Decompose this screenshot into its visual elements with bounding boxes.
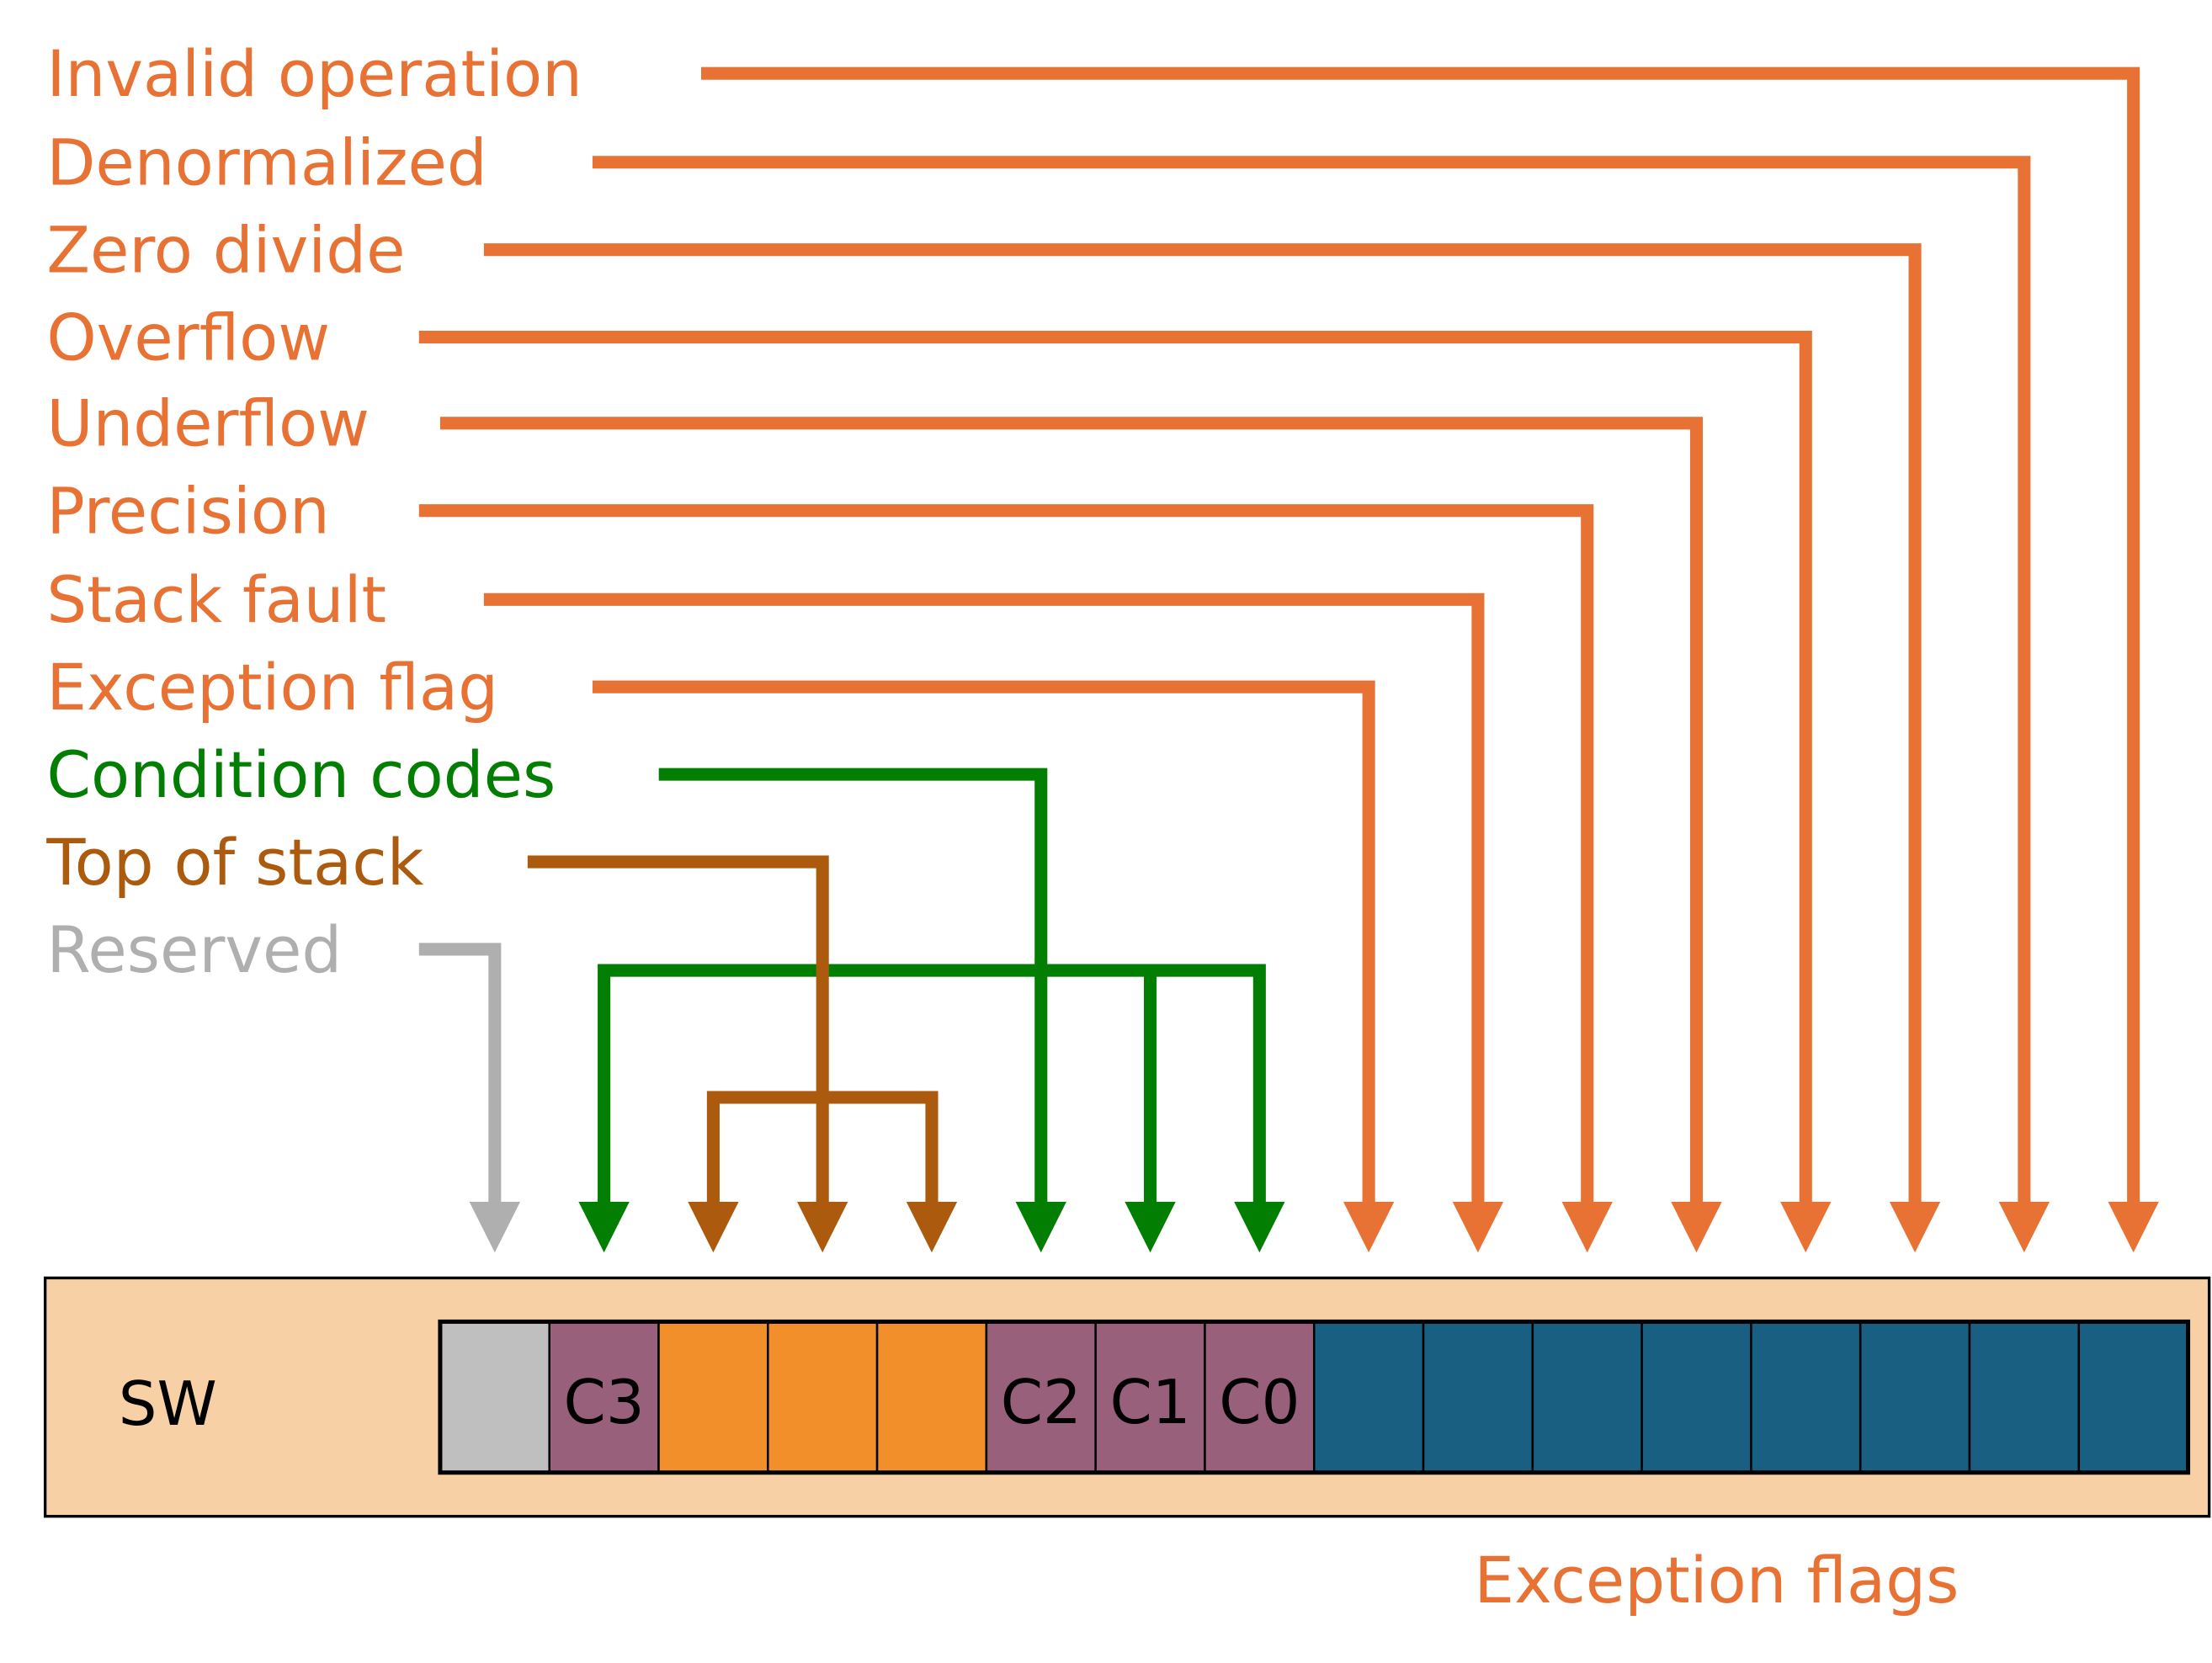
wire-stack-fault bbox=[483, 592, 1485, 1202]
register-cell-condition bbox=[548, 1320, 660, 1474]
cell-label-c2: C2 bbox=[1001, 1367, 1082, 1437]
wire-top-of-stack-bus bbox=[706, 1091, 939, 1202]
exception-flags-label: Exception flags bbox=[1474, 1543, 1959, 1618]
wire-reserved bbox=[418, 943, 502, 1202]
arrow-down-icon bbox=[1889, 1201, 1941, 1253]
label-denormalized: Denormalized bbox=[46, 126, 487, 200]
wire-exception-flag bbox=[592, 680, 1375, 1202]
register-cell-exception bbox=[1312, 1320, 1425, 1474]
wire-condition-codes bbox=[658, 768, 1048, 1202]
register-cell-top bbox=[875, 1320, 988, 1474]
register-cell-condition bbox=[985, 1320, 1097, 1474]
label-underflow: Underflow bbox=[46, 387, 370, 461]
cell-label-c1: C1 bbox=[1109, 1367, 1190, 1437]
label-invalid-operation: Invalid operation bbox=[46, 37, 582, 111]
cell-label-c0: C0 bbox=[1219, 1367, 1300, 1437]
arrow-down-icon bbox=[1452, 1201, 1504, 1253]
status-word-register: SW C3 C2 C1 C0 bbox=[43, 1276, 2211, 1518]
label-zero-divide: Zero divide bbox=[46, 213, 405, 287]
arrow-down-icon bbox=[1234, 1201, 1285, 1253]
arrow-down-icon bbox=[688, 1201, 739, 1253]
register-name: SW bbox=[119, 1368, 217, 1439]
label-reserved: Reserved bbox=[46, 913, 342, 987]
register-cell-top bbox=[767, 1320, 879, 1474]
register-cell-reserved bbox=[439, 1320, 550, 1474]
register-cell-exception bbox=[1750, 1320, 1862, 1474]
wire-underflow bbox=[439, 417, 1704, 1202]
label-condition-codes: Condition codes bbox=[46, 738, 556, 812]
arrow-down-icon bbox=[1780, 1201, 1832, 1253]
label-stack-fault: Stack fault bbox=[46, 563, 386, 637]
cells-frame bbox=[438, 1319, 2191, 1475]
arrow-down-icon bbox=[578, 1201, 630, 1253]
arrow-down-icon bbox=[906, 1201, 958, 1253]
wire-overflow bbox=[418, 331, 1812, 1202]
cell-label-c3: C3 bbox=[564, 1367, 645, 1437]
wire-condition-codes-bus bbox=[598, 964, 1266, 1202]
arrow-down-icon bbox=[1125, 1201, 1176, 1253]
register-cell-exception bbox=[1640, 1320, 1752, 1474]
label-exception-flag: Exception flag bbox=[46, 651, 498, 725]
register-cell-top bbox=[657, 1320, 769, 1474]
label-precision: Precision bbox=[46, 475, 329, 549]
register-cell-exception bbox=[1422, 1320, 1534, 1474]
arrow-down-icon bbox=[1343, 1201, 1395, 1253]
arrow-down-icon bbox=[1015, 1201, 1066, 1253]
arrow-down-icon bbox=[797, 1201, 848, 1253]
arrow-down-icon bbox=[1561, 1201, 1613, 1253]
wires bbox=[418, 66, 2159, 1253]
register-cells: C3 C2 C1 C0 bbox=[438, 1319, 2191, 1475]
label-overflow: Overflow bbox=[46, 300, 330, 375]
wire-precision bbox=[418, 504, 1594, 1202]
register-cell-exception bbox=[1968, 1320, 2081, 1474]
register-cell-exception bbox=[1858, 1320, 1971, 1474]
wire-top-of-stack bbox=[527, 855, 829, 1202]
arrow-down-icon bbox=[1671, 1201, 1722, 1253]
wire-denormalized bbox=[592, 156, 2031, 1202]
wire-invalid-operation bbox=[700, 66, 2140, 1202]
register-cell-exception bbox=[1531, 1320, 1643, 1474]
wire-zero-divide bbox=[483, 243, 1922, 1202]
arrow-down-icon bbox=[1998, 1201, 2050, 1253]
label-top-of-stack: Top of stack bbox=[45, 826, 423, 900]
arrow-down-icon bbox=[2108, 1201, 2159, 1253]
arrow-down-icon bbox=[469, 1201, 520, 1253]
register-cell-exception bbox=[2077, 1320, 2189, 1474]
